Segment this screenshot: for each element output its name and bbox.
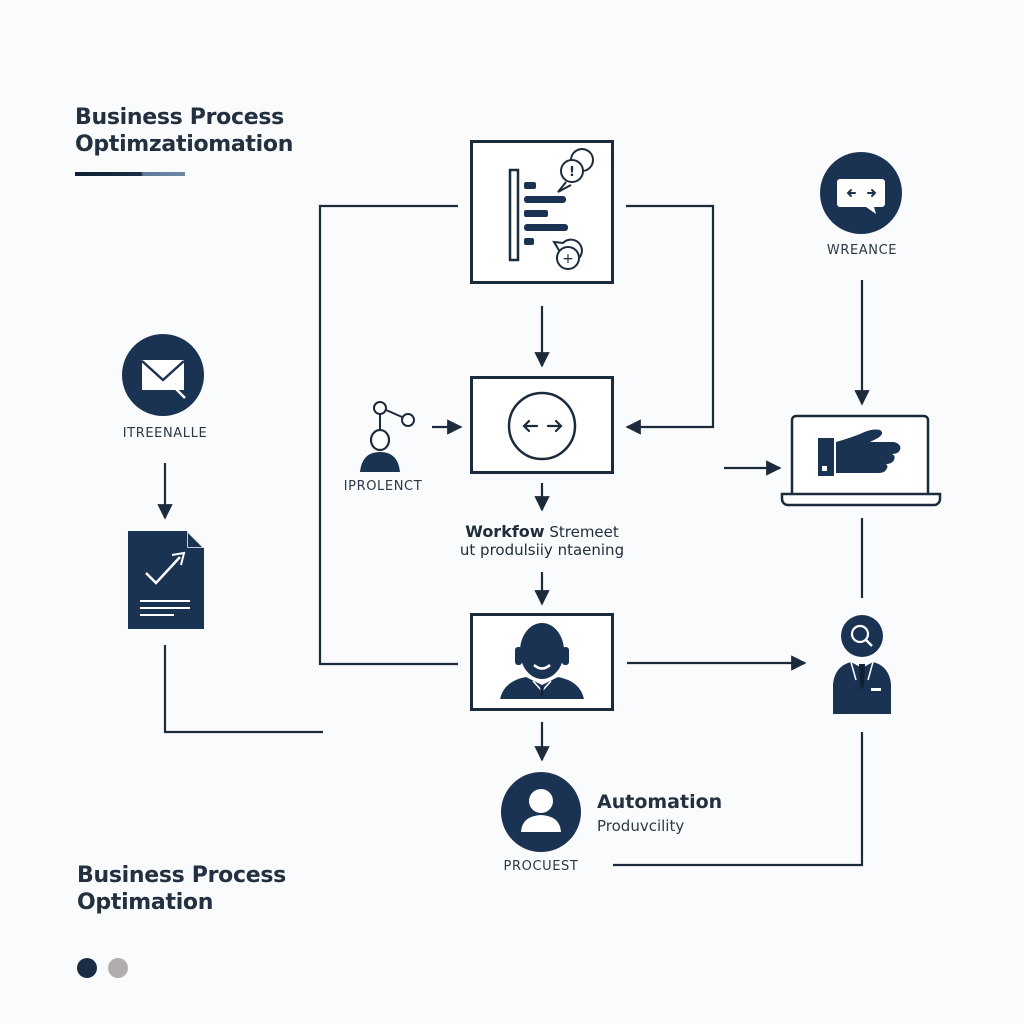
support-node[interactable]	[470, 613, 614, 711]
info-bubble-icon: !	[557, 148, 594, 193]
header-title: Business Process Optimzatiomation	[75, 104, 293, 158]
title-underline	[75, 172, 185, 176]
header-title-line1: Business Process	[75, 105, 284, 130]
svg-text:!: !	[569, 165, 575, 180]
connector-report-right-loop	[625, 204, 715, 435]
pager-dot-active[interactable]	[77, 958, 97, 978]
wreance-node[interactable]	[820, 152, 902, 234]
svg-text:+: +	[562, 251, 574, 267]
workflow-text: Workfow Stremeet ut produlsiiy ntaening	[412, 522, 672, 559]
footer-title-line1: Business Process	[77, 863, 286, 888]
automation-subtitle: Produvcility	[597, 817, 685, 835]
automation-title: Automation	[597, 791, 723, 813]
support-agent-icon	[500, 623, 584, 699]
connector-manager-to-procuest	[613, 732, 864, 867]
pager-dot-inactive[interactable]	[108, 958, 128, 978]
plus-bubble-icon: +	[552, 238, 583, 270]
chat-code-icon	[837, 179, 885, 214]
workflow-title: Workfow	[465, 522, 545, 541]
exchange-arrows-icon	[507, 391, 577, 461]
footer-title: Business Process Optimation	[77, 862, 286, 916]
user-network-icon[interactable]	[352, 400, 415, 472]
iprolenct-label: IPROLENCT	[343, 479, 423, 494]
user-circle-icon	[521, 789, 561, 832]
workflow-title-rest: Stremeet	[544, 523, 619, 541]
footer-title-line2: Optimation	[77, 890, 214, 915]
email-node[interactable]	[122, 334, 204, 416]
laptop-hand-icon[interactable]	[780, 414, 946, 510]
workflow-text-line2: ut produlsiiy ntaening	[459, 541, 625, 559]
mail-icon	[141, 360, 186, 399]
business-person-search-icon[interactable]	[831, 614, 895, 714]
report-chart-icon: ! +	[508, 148, 594, 270]
procuest-label: PROCUEST	[503, 859, 579, 874]
email-label: ITREENALLE	[122, 426, 208, 441]
wreance-label: WREANCE	[826, 243, 898, 258]
procuest-node[interactable]	[501, 772, 581, 852]
document-check-icon[interactable]	[126, 529, 206, 631]
connector-document-loop	[163, 645, 323, 734]
connector-report-left-loop	[318, 204, 458, 666]
report-node[interactable]: ! +	[470, 140, 614, 284]
workflow-text-line1: Workfow Stremeet	[412, 522, 672, 541]
exchange-node[interactable]	[470, 376, 614, 474]
header-title-line2: Optimzatiomation	[75, 132, 294, 157]
